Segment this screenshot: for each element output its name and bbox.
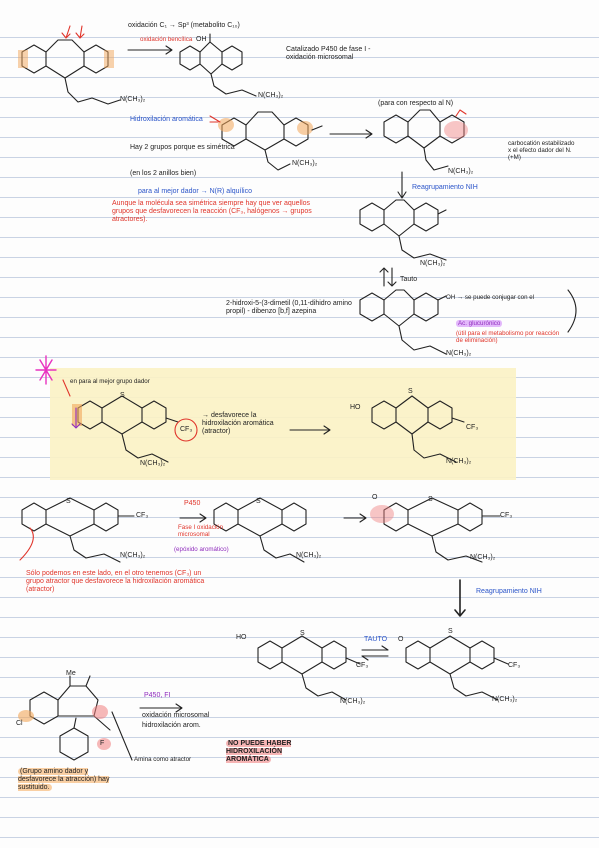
cf3-label-2: CF₃ [466,424,479,431]
para-respect-note: (para con respecto al N) [378,100,454,107]
s-label-4: S [256,498,261,505]
molecule-10-epoxide [213,497,307,563]
no-hydroxylation-note: NO PUEDE HABER HIDROXILACIÓN AROMÁTICA [226,740,326,764]
tauto-label-1: Tauto [400,276,418,283]
cf3-label-1: CF₃ [180,426,193,433]
epoxide-note: (epóxido aromático) [174,546,229,553]
chain-label-5: N(CH₃)₂ [420,260,446,267]
conjugate-note-2: Ac. glucurónico [456,320,503,327]
molecule-5-ketone [359,199,447,261]
molecule-11-cation [383,497,501,563]
cf3-label-3: CF₃ [136,512,149,519]
chain-label-4: N(CH₃)₂ [448,168,474,175]
red-warning-note: Aunque la molécula sea simétrica siempre… [112,200,312,223]
cf3-label-6: CF₃ [508,662,521,669]
para-note: para al mejor dador → N(R) alquílico [138,188,252,195]
molecule-2-hydroxylated [179,33,257,97]
highlighted-section [50,368,516,480]
glucuronic-label: Ac. glucurónico [456,320,503,327]
s-label-7: S [448,628,453,635]
nih-shift-label-2: Reagrupamiento NIH [476,588,542,595]
chain-label-11: N(CH₃)₂ [470,554,496,561]
no-hydroxylation-text: NO PUEDE HABER HIDROXILACIÓN AROMÁTICA [226,740,292,763]
hydroxylation-label: Hidroxilación aromática [130,116,203,123]
oxidation-side-note: oxidación bencílica [140,36,193,43]
oh-label: OH [196,36,207,43]
o-label-2: O [398,636,404,643]
s-label-1: S [120,392,125,399]
micro-note: oxidación microsomal [142,712,210,719]
s-label-3: S [66,498,71,505]
phase-note: Fase I oxidación microsomal [178,524,224,538]
ho-label-2: HO [236,634,247,641]
o-label-1: O [372,494,378,501]
chain-label-9: N(CH₃)₂ [120,552,146,559]
only-ring-note: Sólo podemos en este lado, en el otro te… [26,570,205,593]
two-groups-note: Hay 2 grupos porque es simétrica [130,144,235,151]
molecule-7-phenothiazine [77,395,179,463]
product-name: 2-hidroxi-5-(3-dimetil (0,11-dihidro ami… [226,300,352,315]
stabilized-note: carbocatión estabilizado x el efecto dad… [508,140,575,161]
hydroxylation-note: hidroxilación arom. [142,722,201,729]
molecule-12-hydroxy [257,635,361,701]
molecule-4-carbocation [383,109,465,171]
chain-label-8: N(CH₃)₂ [446,458,472,465]
chain-label-2: N(CH₃)₂ [258,92,284,99]
molecule-9-reactant [21,497,135,563]
molecule-3-hydroxylation [221,111,309,171]
s-label-2: S [408,388,413,395]
conjugate-note: OH → se puede conjugar con el [446,294,535,301]
chain-label-1: N(CH₃)₂ [120,96,146,103]
s-label-6: S [300,630,305,637]
chain-label-10: N(CH₃)₂ [296,552,322,559]
amine-note: Amina como atractor [134,756,192,763]
cyp-note: Catalizado P450 de fase I - oxidación mi… [286,46,371,61]
molecule-6-product [359,289,447,355]
nih-shift-label-1: Reagrupamiento NIH [412,184,478,191]
s-label-5: S [428,496,433,503]
two-groups-note-2: (en los 2 anillos bien) [130,170,197,177]
oxidation-note: oxidación C₁ → Sp³ (metabolito C₁₀) [128,22,240,29]
molecule-13-keto [405,635,509,701]
f-label: F [100,740,105,747]
tauto-label-2: TAUTO [364,636,388,643]
chain-label-3: N(CH₃)₂ [292,160,318,167]
molecule-8-hydroxyphenothiazine [371,395,465,463]
chain-label-6: N(CH₃)₂ [446,350,472,357]
disfavors-note: → desfavorece la hidroxilación aromática… [202,412,274,435]
chain-label-12: N(CH₃)₂ [340,698,366,705]
conjugate-note-3: (útil para el metabolismo por reacción d… [456,330,560,344]
bottom-note-text: (Grupo amino dador y desfavorece la atra… [18,768,110,791]
chain-label-13: N(CH₃)₂ [492,696,518,703]
cl-label: Cl [16,720,23,727]
chain-label-7: N(CH₃)₂ [140,460,166,467]
top-margin [0,0,599,18]
me-label: Me [66,670,76,677]
p450-label-2: P450, FI [144,692,171,699]
cf3-label-4: CF₃ [500,512,513,519]
bottom-note: (Grupo amino dador y desfavorece la atra… [18,768,128,792]
dador-note: en para al mejor grupo dador [70,378,150,385]
molecule-14-benzodiazepine [29,675,111,761]
p450-label-1: P450 [184,500,201,507]
ho-label-1: HO [350,404,361,411]
molecule-1-dibenzazepine [21,39,121,105]
cf3-label-5: CF₃ [356,662,369,669]
